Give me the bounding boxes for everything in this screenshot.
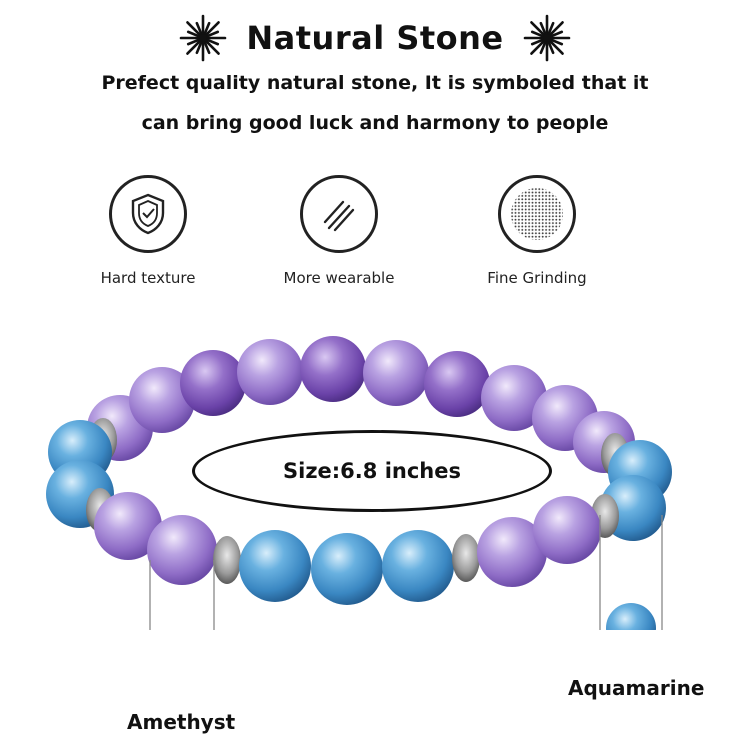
aquamarine-sample-bead xyxy=(606,603,656,630)
bracelet-illustration xyxy=(46,336,672,630)
feature-more-wearable: More wearable xyxy=(264,175,414,287)
starburst-ray xyxy=(530,30,545,38)
starburst-ray xyxy=(549,38,563,46)
starburst-ray xyxy=(539,40,547,55)
feature-label: Fine Grinding xyxy=(487,269,587,287)
feature-label: More wearable xyxy=(283,269,395,287)
amethyst-bead xyxy=(94,492,162,560)
starburst-ray xyxy=(203,40,211,55)
starburst-ray xyxy=(546,21,555,36)
starburst-ray xyxy=(187,30,201,38)
starburst-ray xyxy=(186,21,202,37)
aquamarine-label: Aquamarine xyxy=(568,676,705,700)
starburst-ray xyxy=(205,38,220,46)
bead-side-right xyxy=(591,433,672,541)
starburst-ray xyxy=(539,21,547,36)
feature-icon-ring xyxy=(109,175,187,253)
shield-icon xyxy=(131,193,165,235)
bead-side-left xyxy=(46,418,117,532)
size-oval: Size:6.8 inches xyxy=(192,430,552,512)
starburst-ray xyxy=(203,21,211,36)
tagline-line-1: Prefect quality natural stone, It is sym… xyxy=(101,72,649,94)
amethyst-bead xyxy=(481,365,547,431)
feature-icon-ring xyxy=(498,175,576,253)
title-row: Natural Stone xyxy=(0,8,750,68)
feature-hard-texture: Hard texture xyxy=(73,175,223,287)
amethyst-bead xyxy=(180,350,246,416)
starburst-ray xyxy=(204,39,221,55)
tagline-line-2: can bring good luck and harmony to peopl… xyxy=(141,112,609,134)
amethyst-bead xyxy=(363,340,429,406)
starburst-ray xyxy=(548,39,564,55)
amethyst-bead xyxy=(424,351,490,417)
starburst-icon xyxy=(523,14,570,62)
feature-icon-ring xyxy=(300,175,378,253)
starburst-ray xyxy=(205,30,220,38)
amethyst-bead xyxy=(147,515,217,585)
starburst-ray xyxy=(195,40,204,55)
bead-front-row xyxy=(94,492,601,605)
starburst-icon xyxy=(180,14,227,62)
amethyst-bead xyxy=(237,339,303,405)
starburst-ray xyxy=(549,30,563,38)
aquamarine-bead xyxy=(239,530,311,602)
feature-fine-grinding: Fine Grinding xyxy=(462,175,612,287)
starburst-ray xyxy=(195,21,204,36)
starburst-ray xyxy=(529,21,546,37)
dot-grid-icon xyxy=(511,188,563,240)
page-title: Natural Stone xyxy=(246,19,504,57)
spacer-bead xyxy=(213,536,241,584)
starburst-ray xyxy=(204,21,221,37)
spacer-bead xyxy=(452,534,480,582)
aquamarine-bead xyxy=(382,530,454,602)
starburst-ray xyxy=(530,38,545,46)
amethyst-label: Amethyst xyxy=(127,710,236,734)
amethyst-bead xyxy=(129,367,195,433)
amethyst-bead xyxy=(300,336,366,402)
starburst-ray xyxy=(529,39,546,55)
size-label: Size:6.8 inches xyxy=(283,459,461,483)
starburst-ray xyxy=(546,40,555,55)
amethyst-bead xyxy=(533,496,601,564)
starburst-ray xyxy=(186,39,202,55)
starburst-ray xyxy=(548,21,564,37)
amethyst-bead xyxy=(477,517,547,587)
pointer-lines xyxy=(149,515,663,630)
diagonal-lines-icon xyxy=(323,200,355,232)
starburst-ray xyxy=(187,38,201,46)
feature-label: Hard texture xyxy=(100,269,196,287)
aquamarine-bead xyxy=(311,533,383,605)
